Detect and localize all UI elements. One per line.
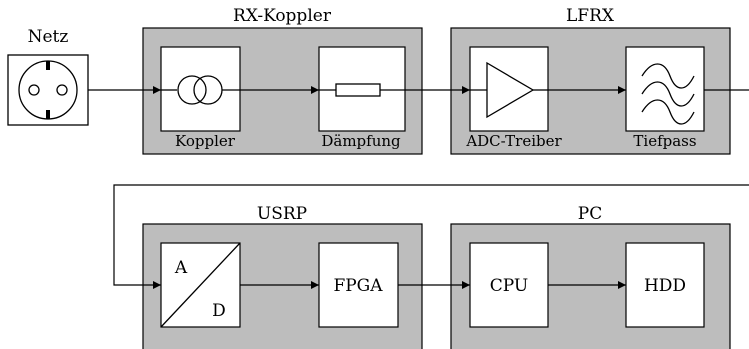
- group-title: USRP: [257, 204, 307, 224]
- block-tiefpass: Tiefpass: [625, 46, 705, 150]
- group-title: PC: [578, 204, 602, 224]
- power-socket-icon: [7, 54, 89, 126]
- arrow-return-to-ad-converter: [113, 184, 749, 289]
- block-label: Koppler: [175, 132, 236, 150]
- block-label: Tiefpass: [633, 132, 696, 150]
- group-title: LFRX: [566, 6, 615, 26]
- ad-label-a: A: [174, 258, 188, 278]
- group-title: RX-Koppler: [233, 6, 332, 26]
- block-label: CPU: [490, 276, 528, 296]
- low-pass-filter-icon: [641, 63, 695, 125]
- block-koppler: Koppler: [160, 46, 241, 150]
- netz-label: Netz: [28, 27, 69, 47]
- coupler-icon: [161, 75, 240, 105]
- block-cpu: CPU: [469, 242, 549, 328]
- block-fpga: FPGA: [318, 242, 399, 328]
- block-label: ADC-Treiber: [465, 132, 562, 150]
- amplifier-icon: [470, 61, 548, 119]
- block-ad-converter: A D: [160, 242, 241, 328]
- block-hdd: HDD: [625, 242, 705, 328]
- block-label: Dämpfung: [321, 132, 401, 150]
- ad-converter-icon: [160, 242, 241, 328]
- block-label: FPGA: [333, 276, 383, 296]
- block-daempfung: Dämpfung: [318, 46, 406, 150]
- ad-label-d: D: [212, 301, 226, 321]
- block-label: HDD: [644, 276, 686, 296]
- resistor-icon: [319, 83, 405, 97]
- block-adc-treiber: ADC-Treiber: [465, 46, 563, 150]
